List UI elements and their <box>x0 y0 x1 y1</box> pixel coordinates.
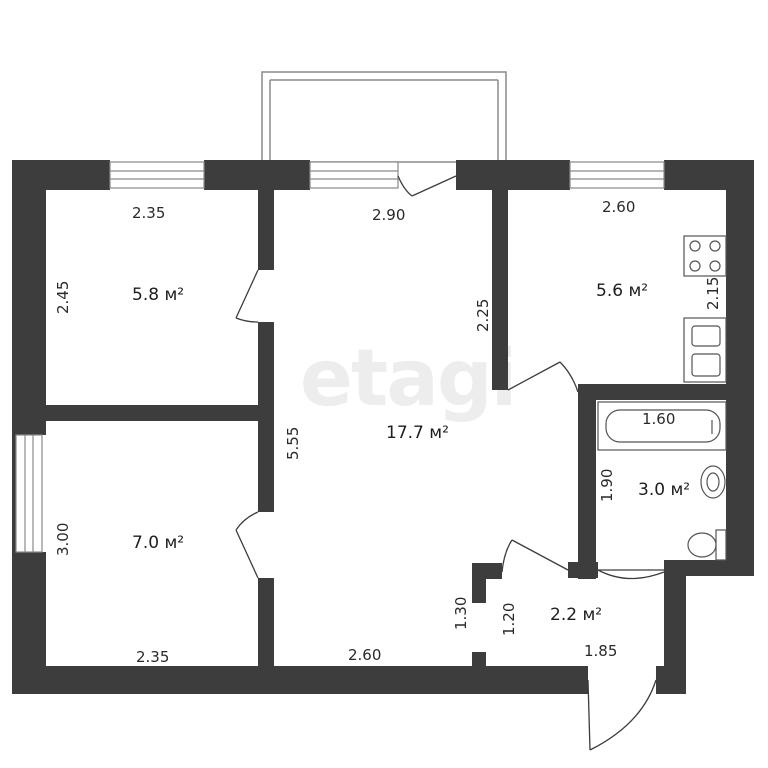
dim-kitchen-width: 2.60 <box>602 198 635 216</box>
watermark: etagi <box>300 334 515 424</box>
bathtub-icon <box>597 401 727 451</box>
dim-living-side: 2.25 <box>474 299 492 332</box>
dim-kitchen-height: 2.15 <box>704 277 722 310</box>
area-hallway: 2.2 м² <box>550 605 602 625</box>
dim-top-left-width: 2.35 <box>132 204 165 222</box>
toilet-icon <box>687 529 727 561</box>
door-top-left-room <box>235 269 259 323</box>
windows <box>15 161 665 553</box>
area-bathroom: 3.0 м² <box>638 480 690 500</box>
washbasin-icon <box>700 465 726 499</box>
area-living-room: 17.7 м² <box>386 423 449 443</box>
door-entrance <box>587 679 657 751</box>
dim-bottom-left-height: 3.00 <box>54 523 72 556</box>
window-kitchen <box>569 161 665 189</box>
dim-hall-side: 1.30 <box>452 597 470 630</box>
dim-living-length: 5.55 <box>284 427 302 460</box>
door-balcony <box>397 175 457 197</box>
sink-icon <box>683 317 727 383</box>
stove-icon <box>683 235 727 277</box>
window-left <box>15 434 43 553</box>
walls <box>12 160 754 694</box>
dim-top-left-height: 2.45 <box>54 281 72 314</box>
window-top-left <box>109 161 205 189</box>
dim-hall-width: 1.85 <box>584 642 617 660</box>
dim-bottom-left-width: 2.35 <box>136 648 169 666</box>
dim-hall-height: 1.20 <box>500 603 518 636</box>
door-kitchen <box>507 361 579 393</box>
door-hall-angled <box>597 569 665 580</box>
window-living <box>309 161 399 189</box>
area-kitchen: 5.6 м² <box>596 281 648 301</box>
area-room-bottom-left: 7.0 м² <box>132 533 184 553</box>
dim-bath-height: 1.90 <box>598 469 616 502</box>
door-bottom-left-room <box>235 511 259 579</box>
door-bathroom <box>501 539 569 573</box>
dim-living-width: 2.90 <box>372 206 405 224</box>
dim-bath-width: 1.60 <box>642 410 675 428</box>
dim-living-bottom: 2.60 <box>348 646 381 664</box>
area-room-top-left: 5.8 м² <box>132 285 184 305</box>
balcony <box>261 71 507 163</box>
doors <box>235 175 665 751</box>
